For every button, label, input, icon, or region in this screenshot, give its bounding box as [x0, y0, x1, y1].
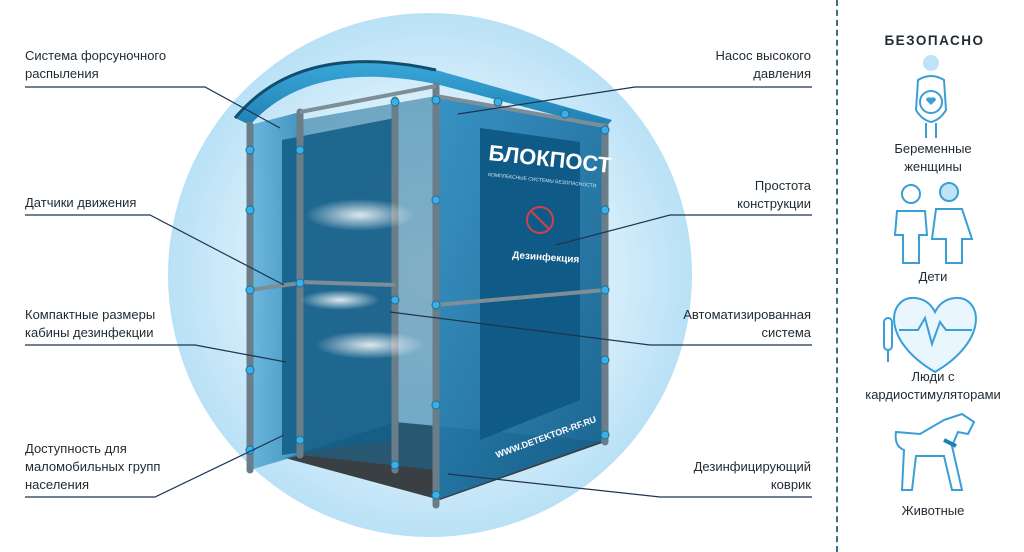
children-icon — [893, 182, 974, 264]
panel-divider — [836, 0, 838, 552]
pacemaker-heart-icon — [883, 296, 977, 374]
safe-item-animals-label: Животные — [901, 503, 965, 518]
safe-item-children-label: Дети — [918, 269, 948, 284]
dog-icon — [894, 412, 976, 491]
cabin-roof — [235, 61, 612, 128]
mist-cloud — [300, 290, 380, 310]
callout-lines — [25, 86, 812, 498]
callout-disinfection-mat: Дезинфицирующий коврик — [693, 459, 811, 492]
cabin-product: Дезинфекция — [512, 249, 580, 266]
callout-simple-design: Простота конструкции — [737, 178, 811, 211]
callout-high-pressure-pump: Насос высокого давления — [715, 48, 811, 81]
cabin-front-panel — [480, 128, 580, 440]
mist-cloud — [305, 199, 415, 231]
callout-automated-system: Автоматизированная система — [683, 307, 811, 340]
safe-item-pregnant-label: Беременные женщины — [894, 141, 972, 174]
callout-spray-system: Система форсуночного распыления — [25, 48, 167, 81]
callout-motion-sensors: Датчики движения — [25, 195, 137, 210]
callout-accessibility: Доступность для маломобильных групп насе… — [25, 441, 161, 492]
callout-compact-size: Компактные размеры кабины дезинфекции — [25, 307, 156, 340]
pregnant-woman-icon — [914, 55, 948, 138]
mist-cloud — [315, 331, 425, 359]
safe-title: БЕЗОПАСНО — [884, 33, 985, 48]
safe-item-pacemaker-label: Люди с кардиостимуляторами — [865, 369, 1001, 402]
